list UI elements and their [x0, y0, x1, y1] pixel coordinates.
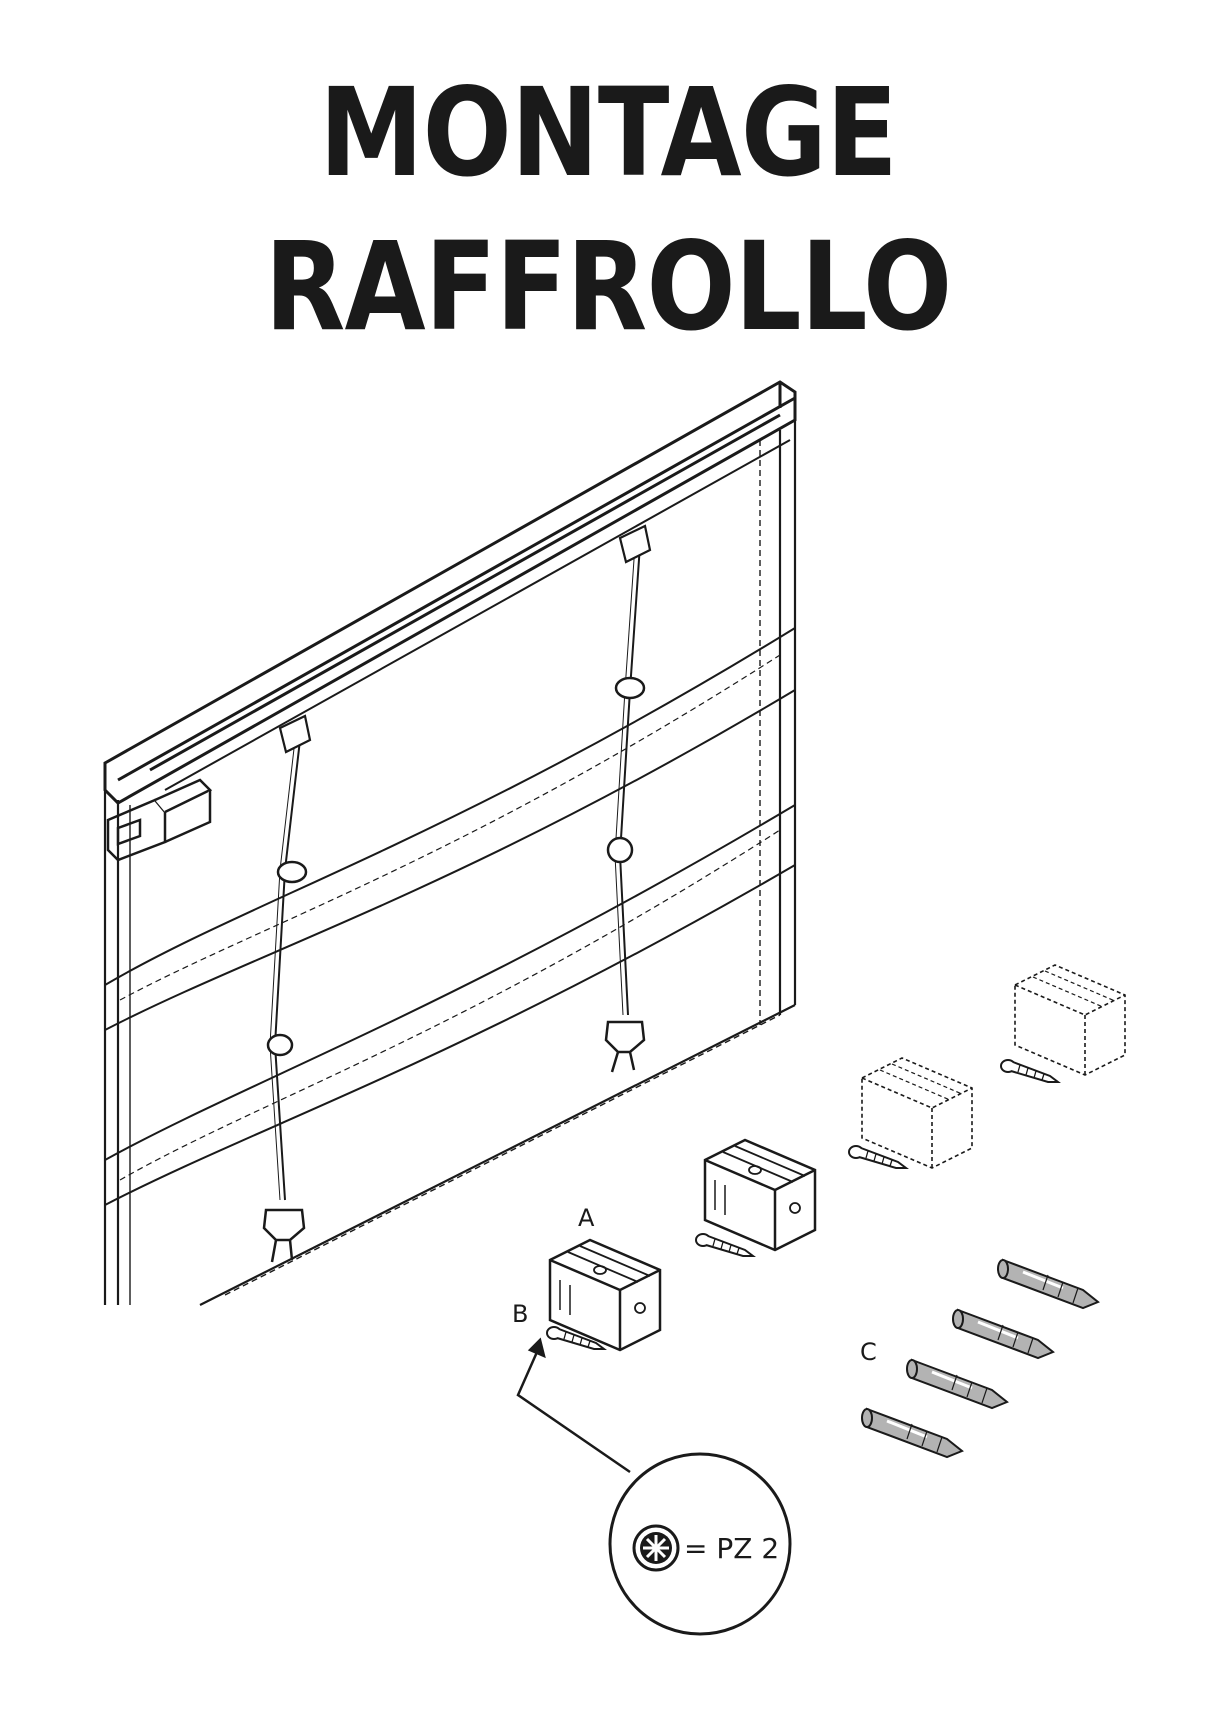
cord-rings [266, 676, 646, 1057]
screw-label: B [512, 1300, 528, 1328]
screwdriver-size-text: = PZ 2 [684, 1532, 779, 1565]
pull-cords [269, 544, 641, 1201]
wall-plugs [860, 1258, 1100, 1459]
pozidriv-cross-icon [632, 1524, 680, 1572]
cord-clips [278, 524, 652, 754]
cord-weights [262, 1020, 646, 1263]
head-rail [103, 380, 797, 805]
callout-circle [608, 1452, 792, 1636]
title-line-2: RAFFROLLO [264, 216, 953, 358]
blind-fabric [103, 420, 797, 1306]
title-line-1: MONTAGE [319, 62, 898, 204]
fabric-folds [104, 627, 796, 1206]
wall-plug-label: C [860, 1338, 877, 1366]
callout-arrow [516, 1337, 631, 1474]
bracket-label: A [578, 1204, 595, 1232]
bracket-dashed-positions [861, 964, 1126, 1169]
mounting-bracket [548, 1138, 817, 1352]
